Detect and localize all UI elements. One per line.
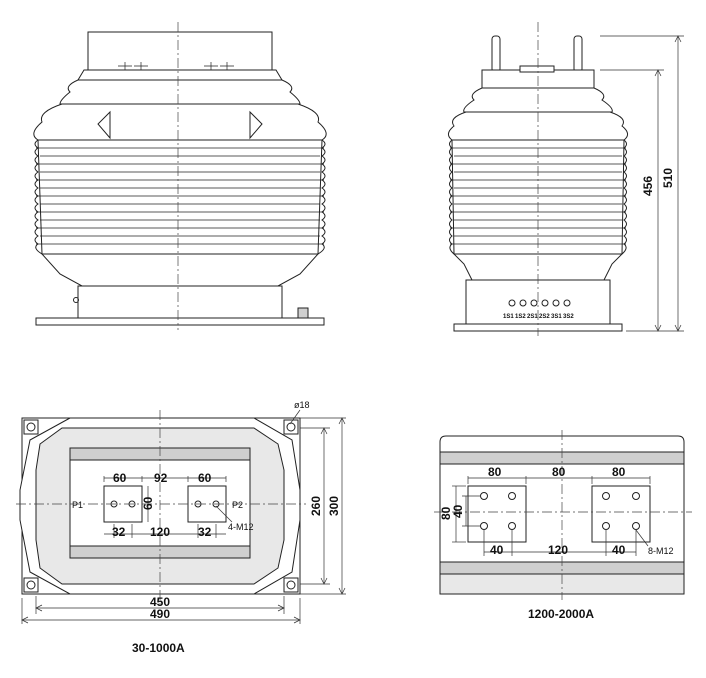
secondary-terminals [508,299,571,307]
caption-1200-2000a: 1200-2000A [528,607,594,621]
dim-80-gap: 80 [552,465,566,479]
top-terminal-cap [87,31,273,71]
terminal-label: 1S2 [515,314,526,320]
dim-40-right: 40 [612,543,626,557]
base-box [77,285,283,319]
side-view: 1S1 1S2 2S1 2S2 3S1 3S2 456 510 [448,22,684,336]
dim-490: 490 [150,607,170,621]
body-ribs [36,147,324,245]
ground-bolt-icon [297,307,309,319]
terminal-label: 3S2 [563,314,574,320]
dim-80-right: 80 [612,465,626,479]
dim-80-vertical: 80 [439,506,453,520]
dim-120-2000: 120 [548,543,568,557]
dim-510: 510 [661,168,675,188]
dim-450: 450 [150,595,170,609]
dim-120: 120 [150,525,170,539]
dim-260: 260 [309,496,323,516]
vent-plug-icon [73,297,79,303]
bolt-spec-4m12: 4-M12 [228,522,254,532]
dim-40-left: 40 [490,543,504,557]
primary-post-left [491,35,501,73]
dim-60-left: 60 [113,471,127,485]
primary-post-right [573,35,583,73]
dim-92: 92 [154,471,168,485]
front-view-30-1000a [33,22,327,330]
shed-notch-right [249,110,263,140]
bolt-spec-8m12: 8-M12 [648,546,674,556]
caption-30-1000a: 30-1000A [132,641,185,655]
terminal-label: 2S2 [539,314,550,320]
terminal-label: 1S1 [503,314,514,320]
height-dimensions [600,35,684,332]
hole-dia: ø18 [294,400,310,410]
dim-456: 456 [641,176,655,196]
dim-80-left: 80 [488,465,502,479]
dim-60-right: 60 [198,471,212,485]
terminal-label: 2S1 [527,314,538,320]
plan-view-30-1000a: ø18 P1 P2 60 92 60 60 32 120 32 4-M12 [16,400,346,655]
terminal-label: 3S1 [551,314,562,320]
label-p2: P2 [232,500,243,510]
upper-shed [59,79,301,105]
ribbed-body [37,139,323,255]
shed-notch-left [97,110,111,140]
upper-shed-2 [33,103,327,141]
dim-40-vertical: 40 [451,504,465,518]
mounting-holes [23,419,299,593]
dim-32-right: 32 [198,525,212,539]
plan2-pad-left [467,485,527,543]
plan2-pad-right [591,485,651,543]
label-p1: P1 [72,500,83,510]
base-plate [35,317,325,326]
cap-flange [77,69,283,81]
dim-32-left: 32 [112,525,126,539]
lower-skirt [40,253,320,287]
dim-300: 300 [327,496,341,516]
plan-view-1200-2000a: 80 80 80 80 40 40 120 40 8-M12 1200-2000… [434,430,692,621]
dim-60-vertical: 60 [141,496,155,510]
